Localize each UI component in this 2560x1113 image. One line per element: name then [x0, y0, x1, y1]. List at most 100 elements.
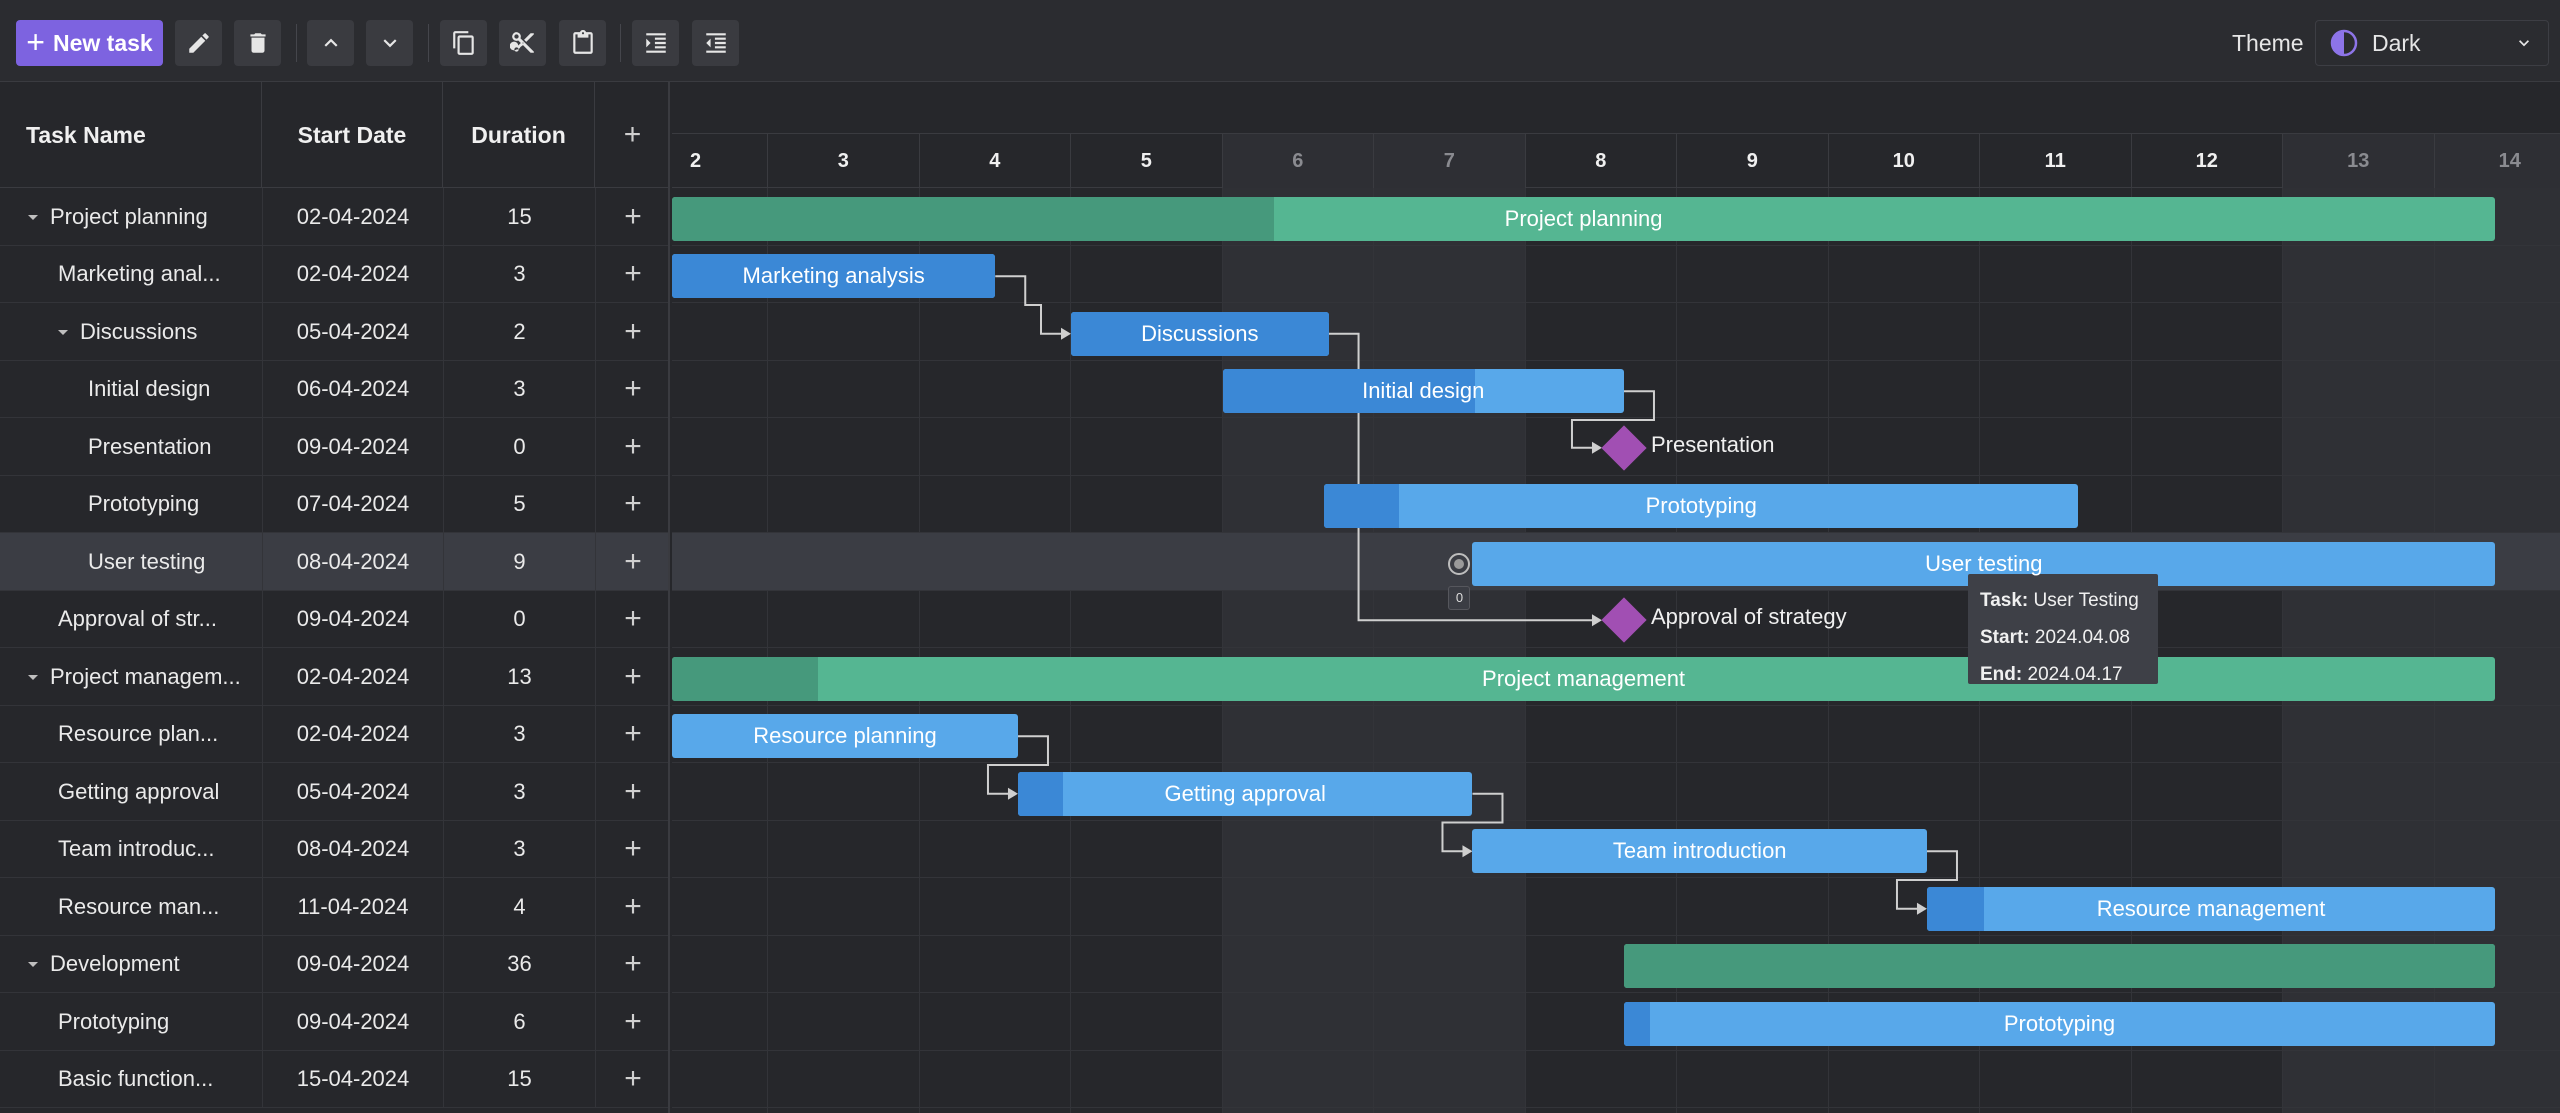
indent-button[interactable] — [632, 20, 679, 66]
add-subtask-button[interactable]: + — [595, 590, 668, 648]
task-name-cell[interactable]: Team introduc... — [0, 821, 262, 879]
task-name-cell[interactable]: Prototyping — [0, 993, 262, 1051]
start-date-cell[interactable]: 09-04-2024 — [262, 590, 443, 648]
task-name-cell[interactable]: Marketing anal... — [0, 246, 262, 304]
add-subtask-button[interactable]: + — [595, 1050, 668, 1108]
move-up-button[interactable] — [307, 20, 354, 66]
add-subtask-button[interactable]: + — [595, 188, 668, 246]
start-date-cell[interactable]: 11-04-2024 — [262, 878, 443, 936]
task-bar[interactable]: Initial design — [1222, 369, 1624, 414]
duration-cell[interactable]: 3 — [443, 705, 595, 763]
duration-cell[interactable]: 0 — [443, 418, 595, 476]
task-name-cell[interactable]: Approval of str... — [0, 591, 262, 649]
task-name-cell[interactable]: Resource man... — [0, 878, 262, 936]
duration-cell[interactable]: 15 — [443, 188, 595, 246]
duration-cell[interactable]: 3 — [443, 360, 595, 418]
task-name-cell[interactable]: Getting approval — [0, 763, 262, 821]
add-subtask-button[interactable]: + — [595, 935, 668, 993]
start-date-cell[interactable]: 09-04-2024 — [262, 418, 443, 476]
paste-button[interactable] — [559, 20, 606, 66]
start-date-cell[interactable]: 09-04-2024 — [262, 993, 443, 1051]
task-bar[interactable]: Marketing analysis — [672, 254, 996, 299]
start-date-cell[interactable]: 07-04-2024 — [262, 475, 443, 533]
cut-button[interactable] — [499, 20, 546, 66]
add-subtask-button[interactable]: + — [595, 533, 668, 591]
add-subtask-button[interactable]: + — [595, 360, 668, 418]
outdent-button[interactable] — [692, 20, 739, 66]
start-date-cell[interactable]: 02-04-2024 — [262, 245, 443, 303]
task-name-cell[interactable]: Prototyping — [0, 476, 262, 534]
add-subtask-button[interactable]: + — [595, 418, 668, 476]
start-date-cell[interactable]: 02-04-2024 — [262, 188, 443, 246]
task-bar[interactable]: Getting approval — [1017, 771, 1473, 816]
task-bar[interactable]: Prototyping — [1623, 1001, 2496, 1046]
task-name-cell[interactable]: Project managem... — [0, 648, 262, 706]
start-date-cell[interactable]: 05-04-2024 — [262, 763, 443, 821]
new-task-button[interactable]: + New task — [16, 20, 163, 66]
project-bar[interactable]: Project management — [672, 656, 2496, 701]
start-date-cell[interactable]: 15-04-2024 — [262, 1050, 443, 1108]
start-date-cell[interactable]: 08-04-2024 — [262, 533, 443, 591]
dependency-link[interactable] — [986, 735, 1049, 795]
column-header-duration[interactable]: Duration — [443, 82, 595, 188]
task-name-cell[interactable]: Development — [0, 936, 262, 994]
duration-cell[interactable]: 6 — [443, 993, 595, 1051]
task-bar[interactable]: Resource management — [1926, 886, 2496, 931]
dependency-link[interactable] — [995, 275, 1063, 335]
duration-cell[interactable]: 2 — [443, 303, 595, 361]
add-subtask-button[interactable]: + — [595, 705, 668, 763]
collapse-toggle-icon[interactable] — [26, 957, 40, 971]
duration-cell[interactable]: 9 — [443, 533, 595, 591]
column-header-start-date[interactable]: Start Date — [262, 82, 443, 188]
start-date-cell[interactable]: 09-04-2024 — [262, 935, 443, 993]
dependency-link[interactable] — [1570, 390, 1655, 449]
duration-cell[interactable]: 3 — [443, 245, 595, 303]
task-bar[interactable]: Prototyping — [1324, 484, 2079, 529]
dependency-link[interactable] — [1895, 850, 1958, 910]
link-handle[interactable] — [1448, 552, 1471, 575]
duration-cell[interactable]: 15 — [443, 1050, 595, 1108]
task-bar[interactable]: Team introduction — [1472, 829, 1927, 874]
task-name-cell[interactable]: User testing — [0, 533, 262, 591]
dependency-link[interactable] — [1328, 332, 1594, 622]
duration-cell[interactable]: 36 — [443, 935, 595, 993]
duration-cell[interactable]: 4 — [443, 878, 595, 936]
task-name-cell[interactable]: Project planning — [0, 188, 262, 246]
add-subtask-button[interactable]: + — [595, 648, 668, 706]
collapse-toggle-icon[interactable] — [26, 210, 40, 224]
duration-cell[interactable]: 3 — [443, 820, 595, 878]
add-subtask-button[interactable]: + — [595, 878, 668, 936]
start-date-cell[interactable]: 05-04-2024 — [262, 303, 443, 361]
start-date-cell[interactable]: 02-04-2024 — [262, 705, 443, 763]
add-subtask-button[interactable]: + — [595, 763, 668, 821]
delete-button[interactable] — [234, 20, 281, 66]
add-subtask-button[interactable]: + — [595, 820, 668, 878]
project-bar[interactable]: Project planning — [672, 196, 2496, 241]
column-header-task-name[interactable]: Task Name — [0, 82, 262, 188]
edit-button[interactable] — [175, 20, 222, 66]
start-date-cell[interactable]: 08-04-2024 — [262, 820, 443, 878]
duration-cell[interactable]: 13 — [443, 648, 595, 706]
duration-cell[interactable]: 3 — [443, 763, 595, 821]
task-name-cell[interactable]: Resource plan... — [0, 706, 262, 764]
collapse-toggle-icon[interactable] — [56, 325, 70, 339]
start-date-cell[interactable]: 06-04-2024 — [262, 360, 443, 418]
add-subtask-button[interactable]: + — [595, 475, 668, 533]
duration-cell[interactable]: 0 — [443, 590, 595, 648]
start-date-cell[interactable]: 02-04-2024 — [262, 648, 443, 706]
